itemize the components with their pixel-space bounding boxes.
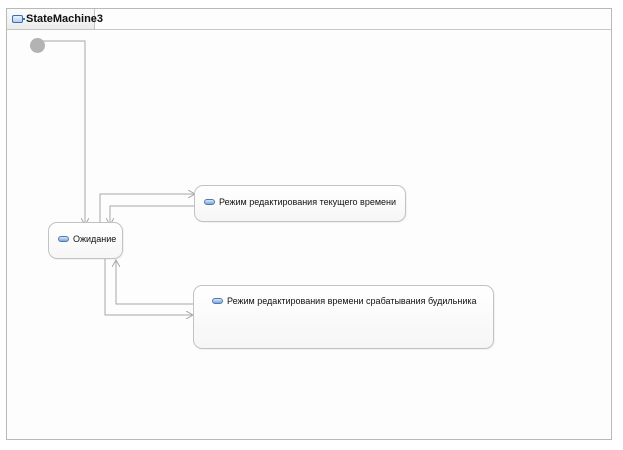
tab-underline bbox=[95, 29, 611, 30]
state-icon bbox=[58, 236, 69, 242]
diagram-title: StateMachine3 bbox=[26, 13, 104, 25]
transition-edit-alarm-to-idle[interactable] bbox=[116, 260, 193, 305]
state-idle-label: Ожидание bbox=[73, 234, 117, 244]
state-idle[interactable]: Ожидание bbox=[48, 222, 123, 259]
transition-idle-to-edit-time[interactable] bbox=[99, 194, 195, 225]
transition-edit-time-to-idle[interactable] bbox=[110, 205, 195, 225]
diagram-tab[interactable]: StateMachine3 bbox=[7, 9, 103, 30]
transition-idle-to-edit-alarm[interactable] bbox=[104, 258, 193, 315]
transition-initial-to-idle[interactable] bbox=[37, 40, 85, 225]
state-icon bbox=[204, 199, 215, 205]
state-machine-icon bbox=[12, 15, 25, 23]
state-icon bbox=[212, 298, 223, 304]
state-edit-alarm-time-label: Режим редактирования времени срабатывани… bbox=[227, 296, 477, 306]
state-edit-current-time-label: Режим редактирования текущего времени bbox=[219, 197, 397, 207]
initial-pseudostate[interactable] bbox=[30, 38, 45, 53]
state-edit-current-time[interactable]: Режим редактирования текущего времени bbox=[194, 185, 406, 222]
state-edit-alarm-time[interactable]: Режим редактирования времени срабатывани… bbox=[193, 285, 494, 349]
